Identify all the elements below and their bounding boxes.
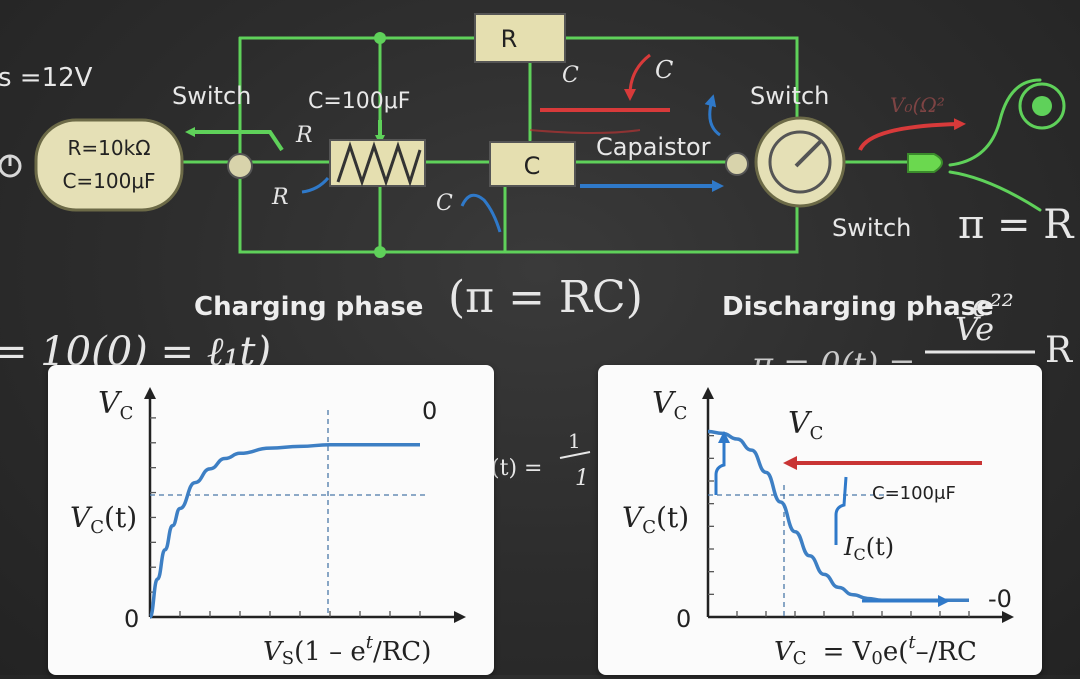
svg-text:VC: VC bbox=[788, 406, 823, 444]
capacitance-top-label: C=100μF bbox=[308, 89, 410, 114]
red-curve-arrow bbox=[624, 53, 651, 101]
discharging-formula-right: = V bbox=[823, 637, 873, 667]
capaistor-label: Capaistor bbox=[596, 133, 711, 161]
discharging-formula-sup: t bbox=[908, 632, 916, 653]
discharging-blue-hook-left bbox=[714, 431, 730, 495]
resistor-blue-hook bbox=[301, 177, 330, 194]
discharging-y-label: V bbox=[652, 386, 677, 421]
discharging-ic-label: I bbox=[843, 533, 854, 561]
charging-plot: VC VC(t) 0 0 VS(1 – et/RC) bbox=[70, 386, 466, 669]
switch-dial bbox=[754, 116, 846, 208]
charging-end-value: 0 bbox=[422, 397, 437, 425]
superscript-e2: e²² bbox=[972, 289, 1014, 324]
svg-text:VC(t): VC(t) bbox=[70, 501, 137, 538]
output-ring bbox=[1018, 82, 1066, 130]
right-node bbox=[725, 152, 749, 176]
charging-y-ticks bbox=[150, 417, 156, 593]
source-voltage-label: s =12V bbox=[0, 63, 93, 93]
red-plate-shadow bbox=[529, 129, 641, 134]
output-dot bbox=[1032, 96, 1052, 116]
discharging-ic-sub: C bbox=[853, 545, 865, 564]
charging-formula-prefix: V bbox=[263, 637, 284, 667]
charging-formula-mid: (1 – e bbox=[294, 637, 366, 667]
wire-junctions bbox=[374, 32, 386, 258]
capacitor-blue-hook bbox=[460, 193, 502, 233]
resistor-label-upper: R bbox=[295, 123, 313, 148]
discharging-curve bbox=[707, 429, 969, 603]
discharging-zero-label: 0 bbox=[676, 605, 691, 633]
tau-right-label: π = R bbox=[958, 202, 1075, 248]
mid-eq-numerator: 1 bbox=[568, 429, 581, 453]
source-component: R=10kΩ C=100μF bbox=[34, 118, 184, 212]
middle-capacitor-label: C bbox=[524, 152, 541, 180]
svg-text:VC: VC bbox=[652, 386, 687, 424]
discharging-blue-hook-mid bbox=[834, 476, 848, 545]
discharging-formula-end: –/RC bbox=[916, 637, 977, 667]
charging-curve bbox=[148, 442, 420, 619]
discharging-formula-right-sub: 0 bbox=[871, 648, 882, 669]
left-node bbox=[227, 153, 253, 179]
middle-capacitor: C bbox=[489, 141, 576, 187]
output-connector bbox=[907, 153, 943, 173]
right-eq-R: R bbox=[1045, 330, 1073, 371]
discharging-formula-mid: e( bbox=[883, 637, 909, 667]
discharging-vct-label: V bbox=[622, 501, 645, 534]
resistor-label-lower: R bbox=[271, 185, 289, 210]
discharging-plot: VC VC VC(t) C=100μF IC(t) 0 -0 VC= V0e(t… bbox=[622, 386, 1014, 669]
blue-up-arrow bbox=[704, 94, 721, 137]
charging-vct-suffix: (t) bbox=[104, 501, 137, 534]
mid-eq-denominator: 1 bbox=[575, 466, 589, 491]
charging-zero-label: 0 bbox=[124, 605, 139, 633]
switch-bottom-label: Switch bbox=[832, 214, 911, 242]
charging-phase-heading: Charging phase bbox=[194, 292, 423, 322]
charging-formula-end: /RC) bbox=[373, 637, 431, 667]
current-arrow-left bbox=[185, 127, 284, 152]
charging-x-ticks bbox=[179, 611, 421, 617]
charging-vct-label: V bbox=[70, 501, 93, 534]
capacitor-label-3: C bbox=[436, 191, 453, 216]
red-output-arrow bbox=[858, 118, 966, 151]
charging-formula-sub: S bbox=[282, 648, 294, 669]
power-icon bbox=[0, 154, 22, 178]
svg-text:IC(t): IC(t) bbox=[843, 533, 894, 564]
charging-formula-sup: t bbox=[366, 632, 374, 653]
discharging-vc-sub: C bbox=[810, 423, 824, 444]
discharging-x-ticks bbox=[736, 611, 970, 617]
discharging-end-value: -0 bbox=[988, 585, 1012, 613]
charging-y-label: V bbox=[98, 386, 123, 421]
discharging-formula-left-sub: C bbox=[793, 648, 807, 669]
source-resistance-label: R=10kΩ bbox=[68, 136, 151, 160]
discharging-phase-heading: Discharging phase bbox=[722, 292, 994, 322]
charging-vct-sub: C bbox=[90, 517, 104, 538]
capacitor-label-2: C bbox=[655, 56, 673, 84]
discharging-vct-suffix: (t) bbox=[656, 501, 689, 534]
discharging-y-ticks bbox=[708, 435, 714, 595]
source-capacitance-label: C=100μF bbox=[62, 169, 155, 193]
discharging-plot-panel: VC VC VC(t) C=100μF IC(t) 0 -0 VC= V0e(t… bbox=[598, 365, 1042, 675]
discharging-vct-sub: C bbox=[642, 517, 656, 538]
charging-y-label-sub: C bbox=[120, 403, 134, 424]
charging-plot-panel: VC VC(t) 0 0 VS(1 – et/RC) bbox=[48, 365, 494, 675]
vo-label: V₀(Ω² bbox=[890, 93, 945, 117]
top-resistor-label: R bbox=[501, 25, 518, 53]
circuit-wires bbox=[178, 36, 1042, 254]
svg-text:VC(t): VC(t) bbox=[622, 501, 689, 538]
right-eq-numerator: Ve bbox=[955, 310, 994, 348]
discharging-cap-label: C=100μF bbox=[872, 483, 956, 504]
svg-text:VC: VC bbox=[98, 386, 133, 424]
top-resistor: R bbox=[474, 13, 566, 63]
discharging-y-label-sub: C bbox=[674, 403, 688, 424]
tau-center-heading: (π = RC) bbox=[448, 272, 643, 323]
svg-text:VC= V0e(t–/RC: VC = V0e(t–/RC bbox=[774, 632, 977, 669]
discharging-vc-label: V bbox=[788, 406, 813, 441]
discharging-ic-suffix: (t) bbox=[866, 533, 894, 561]
switch-left-label: Switch bbox=[172, 82, 251, 110]
switch-right-label: Switch bbox=[750, 82, 829, 110]
svg-text:VS(1 – et/RC): VS(1 – et/RC) bbox=[263, 632, 431, 669]
capacitor-label-1: C bbox=[562, 63, 579, 88]
mid-fraction-bar bbox=[559, 451, 591, 459]
resistor-zigzag bbox=[329, 139, 426, 187]
discharging-formula-left: V bbox=[774, 637, 795, 667]
